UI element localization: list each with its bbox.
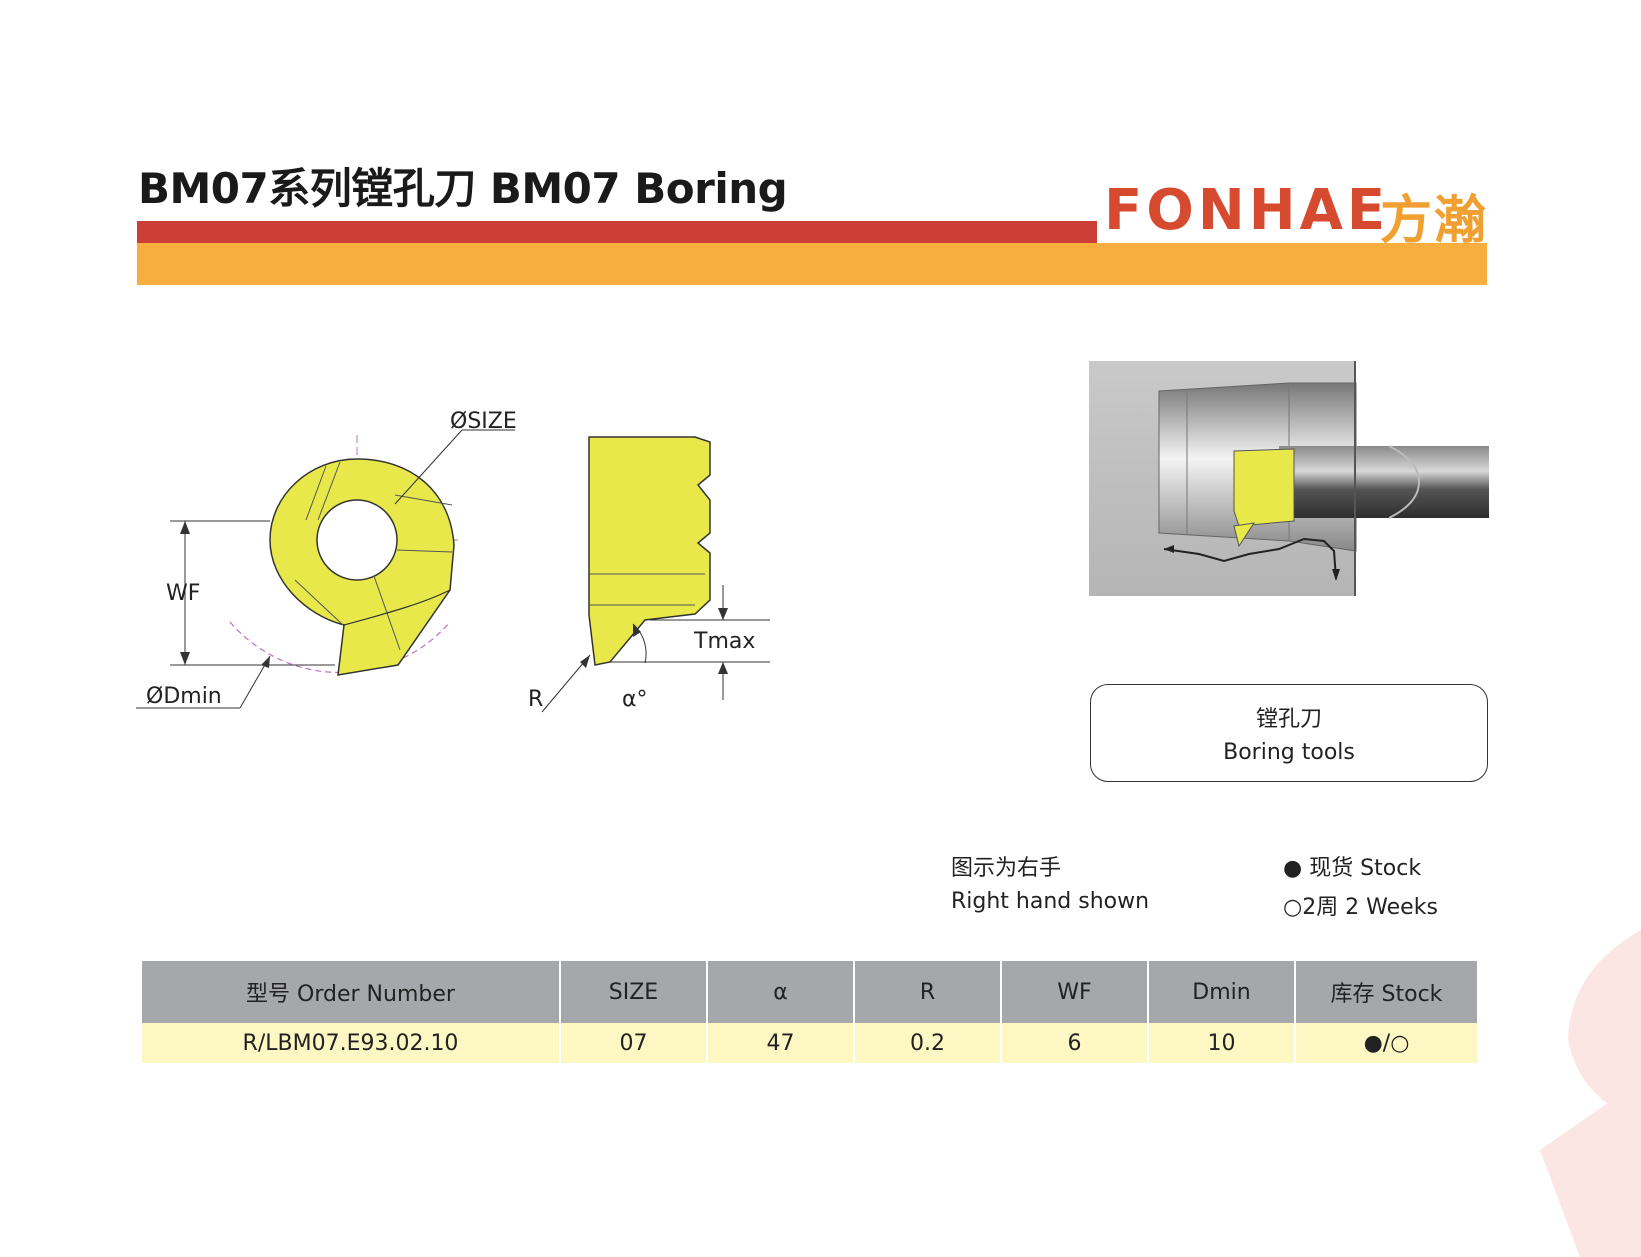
header-order-number: 型号 Order Number (142, 961, 559, 1023)
header-size: SIZE (561, 961, 706, 1023)
dmin-label: ØDmin (146, 684, 222, 709)
page-title: BM07系列镗孔刀 BM07 Boring (138, 164, 788, 213)
caption-cn: 镗孔刀 (1255, 707, 1322, 732)
logo-cjk-text: 方瀚 (1380, 191, 1489, 251)
stock-legend: ● 现货 Stock (1283, 856, 1422, 881)
r-label: R (528, 687, 543, 712)
insert-technical-drawing: ØSIZE WF ØDmin Tmax R α° (136, 409, 770, 713)
tmax-label: Tmax (693, 629, 755, 654)
cell-size: 07 (561, 1023, 706, 1063)
cell-order-number: R/LBM07.E93.02.10 (142, 1023, 559, 1063)
weeks-legend: ○2周 2 Weeks (1283, 895, 1438, 920)
size-label: ØSIZE (450, 409, 517, 434)
boring-application-image (1089, 361, 1489, 596)
cell-dmin: 10 (1149, 1023, 1294, 1063)
caption-box: 镗孔刀 Boring tools (1090, 684, 1488, 782)
logo-latin-text: FONHAE (1104, 178, 1390, 243)
caption-en: Boring tools (1223, 740, 1355, 765)
alpha-label: α° (622, 687, 648, 712)
hand-note-cn: 图示为右手 (951, 856, 1062, 881)
cell-wf: 6 (1002, 1023, 1147, 1063)
header-alpha: α (708, 961, 853, 1023)
table-row: R/LBM07.E93.02.10 07 47 0.2 6 10 ●/○ (142, 1023, 1477, 1063)
decorative-watermark (1540, 930, 1641, 1257)
title-red-bar (137, 221, 1097, 243)
header-wf: WF (1002, 961, 1147, 1023)
brand-logo: FONHAE 方瀚 (1098, 178, 1490, 251)
cell-alpha: 47 (708, 1023, 853, 1063)
header-stock: 库存 Stock (1296, 961, 1477, 1023)
wf-label: WF (166, 581, 200, 606)
header-dmin: Dmin (1149, 961, 1294, 1023)
table-header-row: 型号 Order Number SIZE α R WF Dmin 库存 Stoc… (142, 961, 1477, 1023)
cell-r: 0.2 (855, 1023, 1000, 1063)
title-orange-bar (137, 243, 1487, 285)
spec-table: 型号 Order Number SIZE α R WF Dmin 库存 Stoc… (140, 961, 1479, 1063)
header-r: R (855, 961, 1000, 1023)
hand-note-en: Right hand shown (951, 889, 1150, 914)
cell-stock: ●/○ (1296, 1023, 1477, 1063)
